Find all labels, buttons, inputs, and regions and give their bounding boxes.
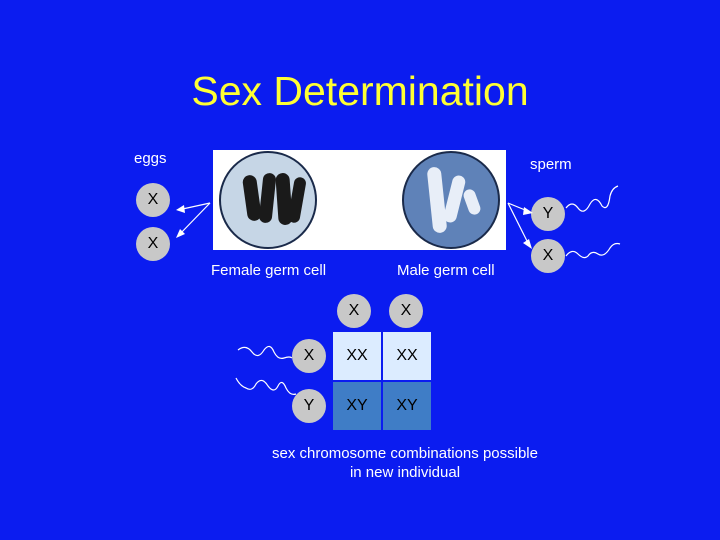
sperm-tail (237, 345, 293, 359)
sperm-chromosome-2: X (531, 239, 565, 273)
caption-line-2: in new individual (349, 464, 461, 481)
arrowhead (523, 207, 533, 215)
arrow-line (177, 202, 211, 237)
egg-chromosome-1: X (136, 183, 170, 217)
punnett-cell: XY (383, 382, 431, 430)
punnett-row-header-1: X (292, 339, 326, 373)
arrowhead (176, 229, 185, 238)
sperm-label: sperm (530, 156, 572, 173)
arrowhead (523, 239, 532, 249)
slide-title: Sex Determination (191, 68, 529, 114)
punnett-col-header-2: X (389, 294, 423, 328)
punnett-cell: XX (333, 332, 381, 380)
arrowhead (176, 205, 185, 213)
eggs-label: eggs (134, 150, 167, 167)
punnett-cell: XX (383, 332, 431, 380)
female-germ-cell (219, 151, 317, 249)
male-germ-cell (402, 151, 500, 249)
arrow-line (507, 202, 531, 248)
sperm-tail (235, 377, 297, 395)
sperm-tail (565, 242, 621, 259)
caption: sex chromosome combinations possible in … (220, 444, 590, 482)
germ-cells-image (213, 150, 506, 250)
punnett-cell: XY (333, 382, 381, 430)
punnett-col-header-1: X (337, 294, 371, 328)
egg-chromosome-2: X (136, 227, 170, 261)
punnett-row-header-2: Y (292, 389, 326, 423)
sperm-chromosome-1: Y (531, 197, 565, 231)
sperm-tail (565, 185, 619, 212)
caption-line-1: sex chromosome combinations possible (272, 445, 538, 462)
female-germ-cell-label: Female germ cell (211, 262, 327, 279)
male-germ-cell-label: Male germ cell (397, 262, 495, 279)
